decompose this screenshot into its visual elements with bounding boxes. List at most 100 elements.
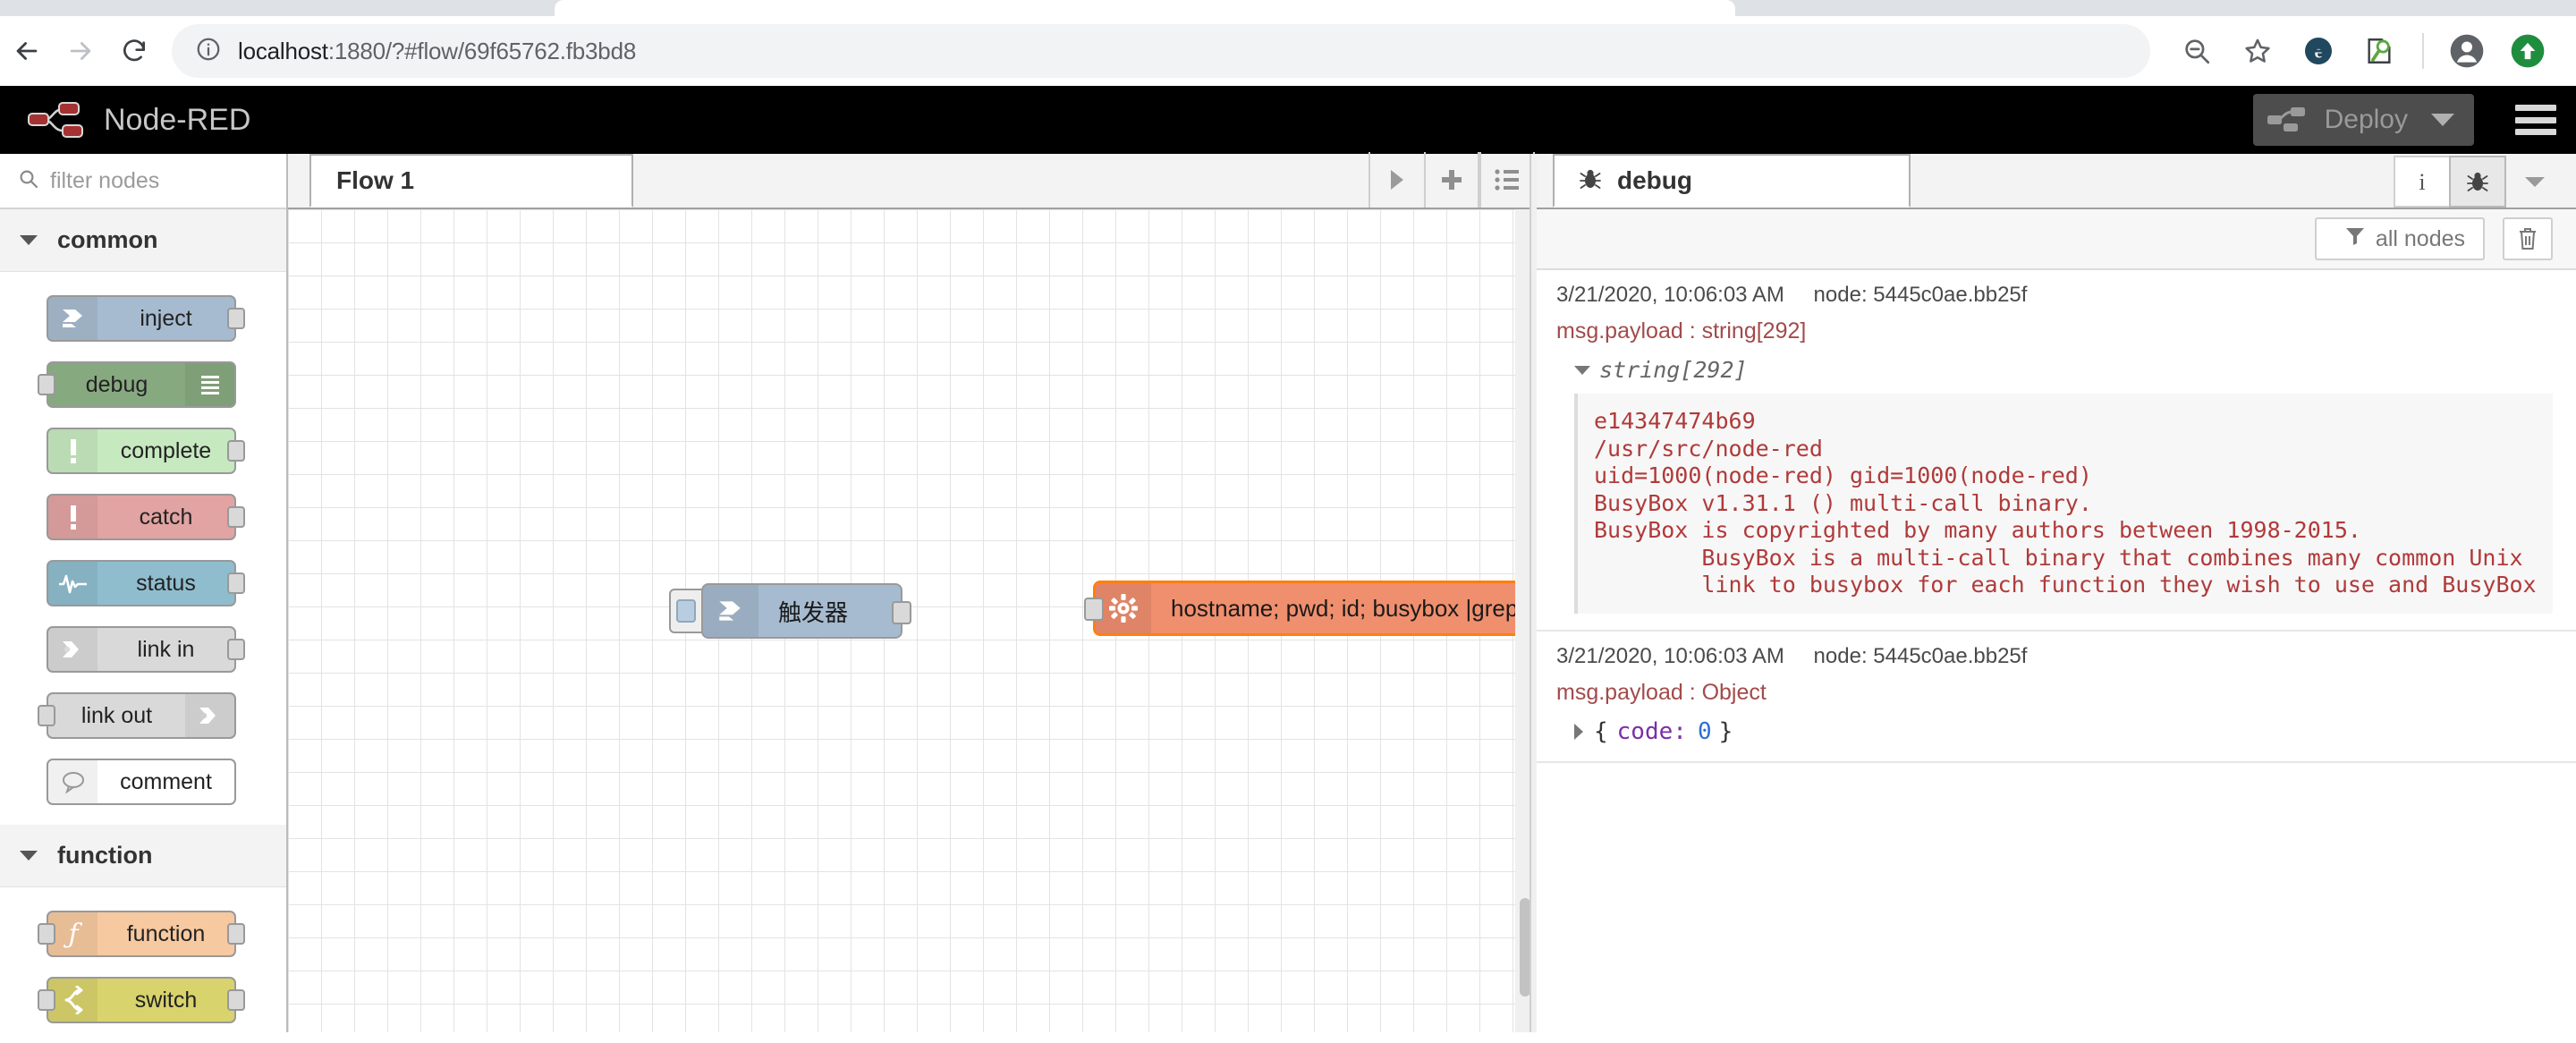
url-host: localhost xyxy=(238,37,328,64)
debug-message-topic: msg.payload : Object xyxy=(1556,679,1767,705)
palette-node-label: link out xyxy=(80,702,153,728)
extension-inspect-icon[interactable] xyxy=(2354,26,2404,76)
debug-clear-button[interactable] xyxy=(2503,217,2553,260)
svg-text:i: i xyxy=(2419,169,2425,195)
debug-object-preview[interactable]: { code: 0 } xyxy=(1574,718,2553,745)
debug-filter-button[interactable]: all nodes xyxy=(2314,217,2485,260)
debug-message-meta: 3/21/2020, 10:06:03 AM node: 5445c0ae.bb… xyxy=(1556,644,2553,669)
flow-node-exec[interactable]: hostname; pwd; id; busybox |grep BusyBox xyxy=(1084,581,1535,636)
forward-arrow-icon xyxy=(54,24,107,78)
palette-category-label: common xyxy=(57,226,158,253)
link-arrow-icon xyxy=(48,628,97,671)
inject-arrow-icon xyxy=(48,297,97,340)
function-f-icon: ƒ xyxy=(48,912,97,955)
palette-category-function[interactable]: function xyxy=(0,825,286,887)
switch-branch-icon xyxy=(48,979,97,1022)
page-info-icon[interactable] xyxy=(195,36,222,67)
node-output-port[interactable] xyxy=(227,308,245,329)
object-open-brace: { xyxy=(1594,717,1608,745)
star-icon[interactable] xyxy=(2233,26,2283,76)
debug-sidebar: debug i all nodes xyxy=(1530,154,2576,1032)
search-icon xyxy=(18,168,39,194)
palette-node-link-out[interactable]: link out xyxy=(0,683,286,748)
browser-tab[interactable] xyxy=(555,0,1735,16)
palette-category-common[interactable]: common xyxy=(0,209,286,272)
chevron-right-icon xyxy=(1574,723,1583,740)
update-available-icon[interactable] xyxy=(2503,26,2553,76)
flow-list-button[interactable] xyxy=(1479,152,1535,208)
debug-timestamp: 3/21/2020, 10:06:03 AM xyxy=(1556,643,1784,668)
back-arrow-icon[interactable] xyxy=(0,24,54,78)
flow-editor: Flow 1 xyxy=(288,152,1535,1032)
pulse-icon xyxy=(48,562,97,605)
node-output-port[interactable] xyxy=(892,601,911,624)
tab-debug[interactable]: debug xyxy=(1553,154,1911,208)
palette-node-status[interactable]: status xyxy=(0,551,286,615)
svg-text:ƒ: ƒ xyxy=(63,919,82,949)
app-title: Node-RED xyxy=(104,102,251,137)
chevron-down-icon[interactable] xyxy=(2431,114,2454,126)
flow-wires xyxy=(288,209,556,343)
debug-type-toggle[interactable]: string[292] xyxy=(1574,357,2553,383)
node-output-port[interactable] xyxy=(227,572,245,594)
node-output-port[interactable] xyxy=(227,639,245,660)
palette-node-list-common: inject debug complete xyxy=(0,272,286,825)
extension-icon[interactable]: e xyxy=(2293,26,2343,76)
debug-message-body: e14347474b69 /usr/src/node-red uid=1000(… xyxy=(1574,394,2553,614)
palette-node-catch[interactable]: catch xyxy=(0,485,286,549)
debug-lines-icon xyxy=(185,363,234,406)
node-output-port[interactable] xyxy=(227,506,245,528)
debug-message[interactable]: 3/21/2020, 10:06:03 AM node: 5445c0ae.bb… xyxy=(1537,270,2576,632)
play-arrow-icon[interactable] xyxy=(1368,152,1424,208)
url-bar[interactable]: localhost:1880/?#flow/69f65762.fb3bd8 xyxy=(172,24,2150,78)
node-output-port[interactable] xyxy=(227,923,245,945)
palette-node-function[interactable]: ƒ function xyxy=(0,902,286,966)
node-red-logo-icon[interactable] xyxy=(25,99,88,140)
svg-text:e: e xyxy=(2315,44,2323,63)
chevron-down-icon xyxy=(20,851,38,861)
reload-icon[interactable] xyxy=(107,24,161,78)
debug-node-id: node: 5445c0ae.bb25f xyxy=(1813,283,2028,307)
chevron-down-icon[interactable] xyxy=(2506,156,2563,208)
flow-canvas[interactable]: 触发器 hostname; pwd; id; busybox |grep Bus… xyxy=(288,209,1535,1032)
info-tab-button[interactable]: i xyxy=(2394,156,2451,208)
gear-icon xyxy=(1096,583,1151,633)
node-input-port[interactable] xyxy=(1084,598,1104,621)
deploy-label: Deploy xyxy=(2324,105,2408,134)
palette-node-comment[interactable]: comment xyxy=(0,750,286,814)
zoom-out-icon[interactable] xyxy=(2172,26,2222,76)
flow-node-label: hostname; pwd; id; busybox |grep BusyBox xyxy=(1171,594,1535,622)
node-palette: filter nodes common inject debug xyxy=(0,154,288,1032)
inject-arrow-icon xyxy=(703,585,758,637)
sidebar-tabbar: debug i xyxy=(1537,154,2576,209)
palette-node-label: inject xyxy=(140,305,192,331)
node-input-port[interactable] xyxy=(38,923,55,945)
deploy-button[interactable]: Deploy xyxy=(2252,94,2474,146)
palette-node-complete[interactable]: complete xyxy=(0,419,286,483)
tab-flow-1[interactable]: Flow 1 xyxy=(309,154,633,208)
sidebar-resize-handle[interactable] xyxy=(1530,154,1537,1032)
debug-tab-button[interactable] xyxy=(2449,156,2506,208)
debug-message[interactable]: 3/21/2020, 10:06:03 AM node: 5445c0ae.bb… xyxy=(1537,632,2576,763)
palette-node-inject[interactable]: inject xyxy=(0,286,286,351)
node-input-port[interactable] xyxy=(38,989,55,1011)
palette-node-label: debug xyxy=(85,371,148,397)
flow-node-inject[interactable]: 触发器 xyxy=(669,583,911,639)
palette-search-input[interactable]: filter nodes xyxy=(0,154,286,209)
debug-filter-label: all nodes xyxy=(2375,225,2465,251)
flow-tabbar: Flow 1 xyxy=(288,152,1535,209)
palette-node-debug[interactable]: debug xyxy=(0,352,286,417)
browser-chrome: localhost:1880/?#flow/69f65762.fb3bd8 e xyxy=(0,0,2576,86)
node-input-port[interactable] xyxy=(38,705,55,726)
palette-node-link-in[interactable]: link in xyxy=(0,617,286,682)
object-close-brace: } xyxy=(1718,717,1733,745)
node-input-port[interactable] xyxy=(38,374,55,395)
inject-trigger-button[interactable] xyxy=(669,589,703,633)
palette-node-switch[interactable]: switch xyxy=(0,968,286,1032)
node-output-port[interactable] xyxy=(227,440,245,462)
header-actions: Deploy xyxy=(2252,94,2576,146)
hamburger-menu-icon[interactable] xyxy=(2515,105,2556,135)
add-flow-button[interactable] xyxy=(1424,152,1479,208)
node-output-port[interactable] xyxy=(227,989,245,1011)
profile-avatar-icon[interactable] xyxy=(2442,26,2492,76)
